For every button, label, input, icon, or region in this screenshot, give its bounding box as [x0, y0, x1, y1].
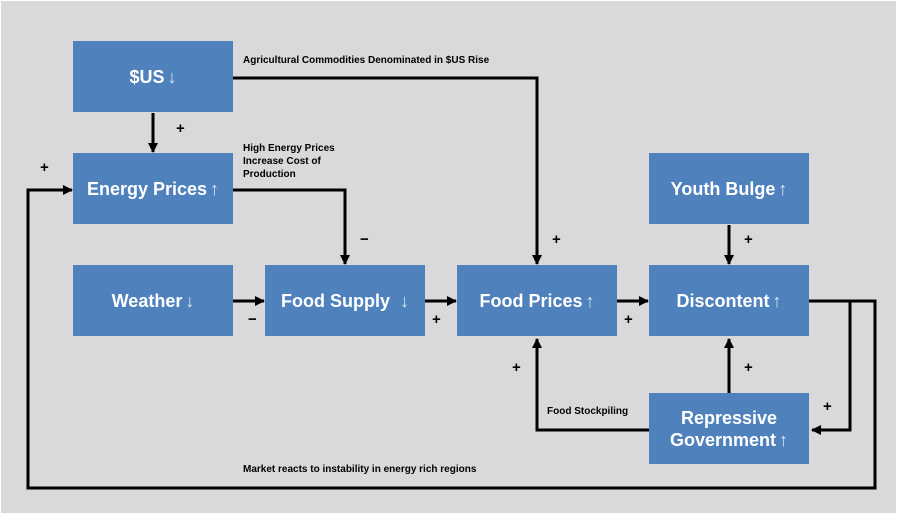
edge-usd-prices: [233, 76, 542, 265]
up-arrow-icon: ↑: [585, 290, 595, 311]
edge-repressive-prices: [532, 338, 649, 432]
sign-weather-supply: −: [248, 311, 257, 328]
node-repressive-government: Repressive Government↑: [649, 393, 809, 464]
node-discontent-label: Discontent: [676, 290, 770, 311]
edge-discontent-energy: [26, 185, 877, 490]
node-repressive-label: Repressive Government: [669, 407, 778, 450]
sign-repressive-prices: +: [512, 359, 521, 376]
up-arrow-icon: ↑: [772, 290, 782, 311]
down-arrow-icon: ↓: [399, 290, 409, 311]
down-arrow-icon: ↓: [167, 66, 177, 87]
up-arrow-icon: ↑: [778, 178, 788, 199]
up-arrow-icon: ↑: [210, 178, 220, 199]
edge-energy-supply: [233, 188, 350, 265]
node-youth-bulge: Youth Bulge↑: [649, 153, 809, 224]
node-usd: $US↓: [73, 41, 233, 112]
sign-energy-supply: −: [360, 231, 369, 248]
sign-discontent-repressive: +: [823, 398, 832, 415]
up-arrow-icon: ↑: [779, 429, 789, 450]
edge-label-energy-supply: High Energy Prices Increase Cost of Prod…: [243, 143, 335, 180]
edge-label-market: Market reacts to instability in energy r…: [243, 464, 477, 475]
node-energy-prices: Energy Prices↑: [73, 153, 233, 224]
sign-prices-discontent: +: [624, 311, 633, 328]
node-supply-label: Food Supply: [281, 290, 390, 311]
sign-usd-prices: +: [552, 231, 561, 248]
node-energy-label: Energy Prices: [86, 178, 208, 199]
sign-repressive-discontent: +: [744, 359, 753, 376]
sign-loop-energy: +: [40, 159, 49, 176]
node-food-prices: Food Prices↑: [457, 265, 617, 336]
edge-label-stockpiling: Food Stockpiling: [547, 406, 629, 417]
node-weather: Weather↓: [73, 265, 233, 336]
edge-label-usd-prices: Agricultural Commodities Denominated in …: [243, 55, 490, 66]
node-usd-label: $US: [129, 66, 165, 87]
node-prices-label: Food Prices: [479, 290, 583, 311]
sign-youth-discontent: +: [744, 231, 753, 248]
sign-usd-energy: +: [176, 120, 185, 137]
node-discontent: Discontent↑: [649, 265, 809, 336]
node-weather-label: Weather: [111, 290, 183, 311]
down-arrow-icon: ↓: [185, 290, 195, 311]
node-youth-label: Youth Bulge: [670, 178, 776, 199]
sign-supply-prices: +: [432, 311, 441, 328]
node-food-supply: Food Supply ↓: [265, 265, 425, 336]
